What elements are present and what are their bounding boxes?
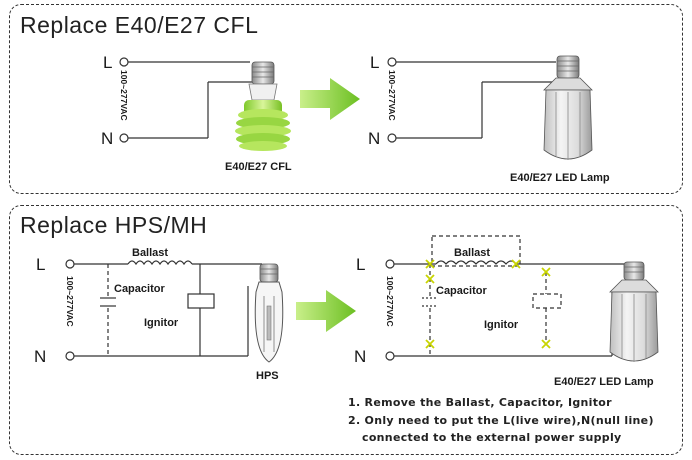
live-label: L (103, 53, 112, 72)
neutral-terminal (385, 351, 395, 361)
replace-arrow-icon (300, 78, 360, 120)
led-circuit (390, 235, 633, 357)
voltage-label: 100~277VAC (385, 276, 395, 327)
hps-bulb-icon (254, 263, 284, 363)
instruction-1: 1. Remove the Ballast, Capacitor, Ignito… (348, 396, 612, 409)
hps-lamp-label: HPS (256, 370, 279, 382)
live-terminal (65, 259, 75, 269)
neutral-terminal (65, 351, 75, 361)
live-terminal (385, 259, 395, 269)
live-label: L (356, 255, 365, 274)
instruction-2: 2. Only need to put the L(live wire),N(n… (348, 414, 654, 427)
voltage-label: 100~277VAC (387, 70, 397, 121)
voltage-label: 100~277VAC (65, 276, 75, 327)
led-lamp-icon (609, 261, 659, 362)
cfl-lamp-label: E40/E27 CFL (225, 161, 292, 173)
ignitor-label: Ignitor (144, 317, 179, 329)
ignitor-label: Ignitor (484, 319, 519, 331)
neutral-terminal (387, 133, 397, 143)
led-lamp-label: E40/E27 LED Lamp (510, 172, 610, 184)
hps-circuit (70, 260, 263, 357)
cfl-replacement-panel (9, 4, 683, 194)
neutral-terminal (119, 133, 129, 143)
replace-arrow-icon (296, 290, 356, 332)
live-terminal (387, 57, 397, 67)
capacitor-label: Capacitor (114, 283, 165, 295)
live-label: L (370, 53, 379, 72)
cfl-circuit (124, 61, 252, 139)
removed-component-marks (425, 259, 551, 349)
live-terminal (119, 57, 129, 67)
instruction-3: connected to the external power supply (362, 431, 622, 444)
voltage-label: 100~277VAC (119, 70, 129, 121)
led-lamp-label: E40/E27 LED Lamp (554, 376, 654, 388)
neutral-label: N (368, 129, 380, 148)
cfl-panel-title: Replace E40/E27 CFL (20, 12, 259, 38)
capacitor-label: Capacitor (436, 285, 487, 297)
cfl-bulb-icon (235, 61, 291, 151)
led-circuit (392, 61, 556, 139)
ballast-label: Ballast (132, 247, 168, 259)
neutral-label: N (101, 129, 113, 148)
neutral-label: N (34, 347, 46, 366)
hps-panel-title: Replace HPS/MH (20, 212, 208, 238)
live-label: L (36, 255, 45, 274)
hps-replacement-panel (9, 205, 683, 455)
ballast-label: Ballast (454, 247, 490, 259)
led-lamp-icon (543, 55, 593, 160)
neutral-label: N (354, 347, 366, 366)
